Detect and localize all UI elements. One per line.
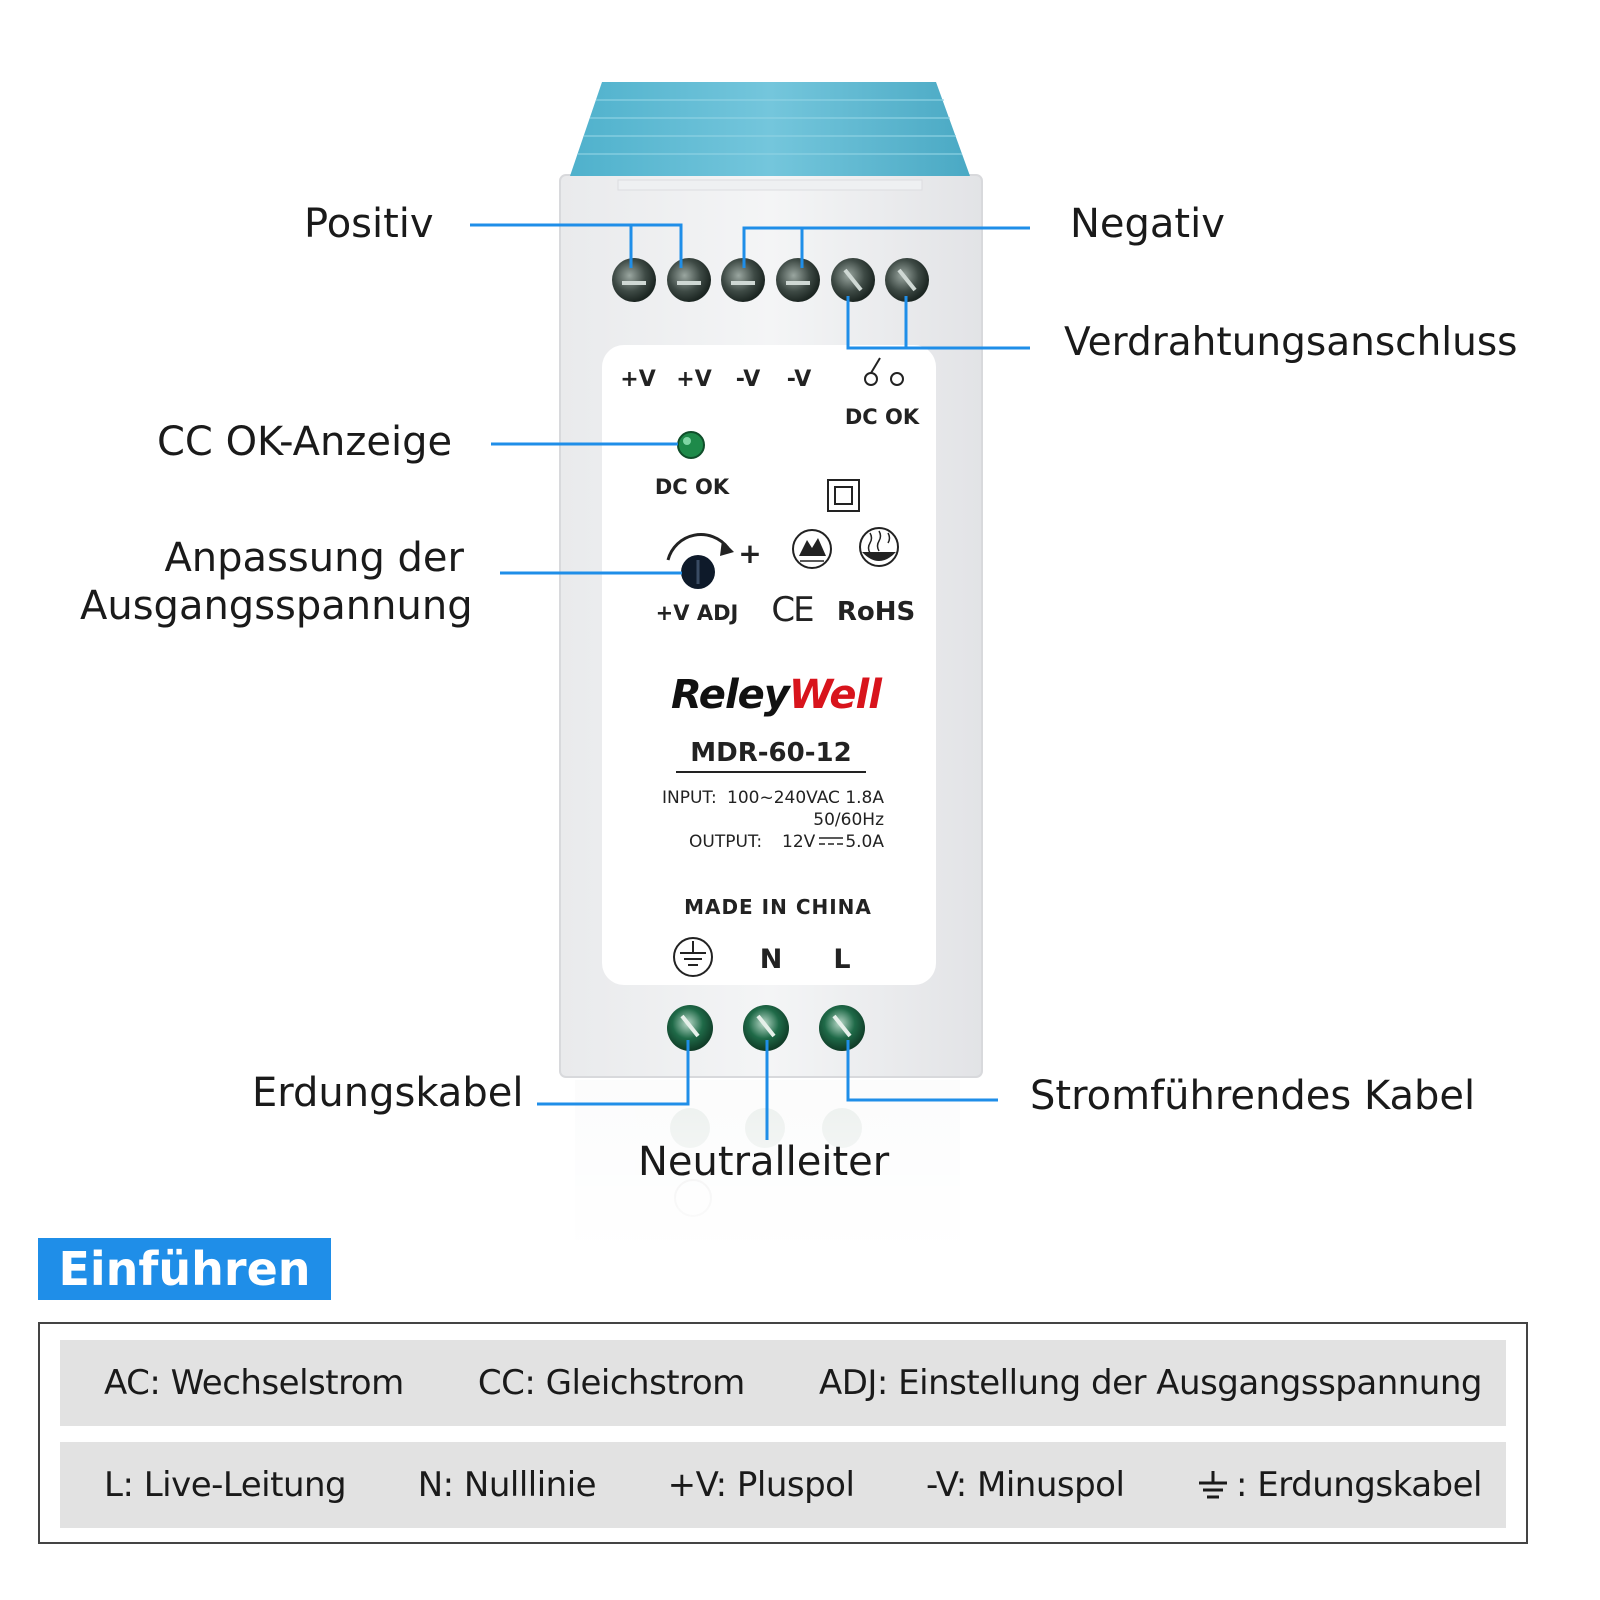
terminal-label-2: +V — [676, 367, 711, 392]
rohs-mark: RoHS — [837, 597, 915, 627]
input-label: INPUT: — [662, 788, 717, 808]
ce-mark: CE — [771, 590, 813, 630]
ground-symbol-icon — [673, 937, 713, 977]
callout-verdrahtungsanschluss: Verdrahtungsanschluss — [1064, 320, 1518, 365]
legend-item-ac: AC: Wechselstrom — [104, 1363, 404, 1403]
output-current: 5.0A — [845, 832, 884, 852]
terminal-screw-3 — [721, 258, 765, 302]
legend-item-ground: : Erdungskabel — [1196, 1465, 1482, 1505]
brand-part-1: Reley — [671, 672, 792, 718]
terminal-label-4: -V — [787, 367, 812, 392]
adjust-plus-sign: + — [738, 537, 761, 570]
callout-anpassung: Anpassung der Ausgangsspannung — [80, 534, 473, 630]
input-value: 100~240VAC 1.8A — [727, 788, 884, 808]
live-label: L — [833, 944, 850, 975]
legend-item-n: N: Nulllinie — [417, 1465, 597, 1505]
made-in-label: MADE IN CHINA — [684, 895, 872, 919]
brand-part-2: Well — [789, 672, 883, 718]
dc-symbol-icon — [819, 837, 843, 845]
double-insulation-icon — [827, 479, 860, 512]
callout-positiv: Positiv — [304, 201, 434, 247]
brand-logo: ReleyWell — [671, 672, 884, 718]
model-number: MDR-60-12 — [690, 738, 851, 768]
terminal-screw-1 — [612, 258, 656, 302]
terminal-label-3: -V — [736, 367, 761, 392]
callout-negativ: Negativ — [1070, 201, 1225, 247]
svg-text:ReleyWell: ReleyWell — [671, 672, 883, 718]
legend-item-cc: CC: Gleichstrom — [477, 1363, 745, 1403]
output-label: OUTPUT: — [689, 832, 762, 852]
callout-anpassung-line1: Anpassung der — [164, 535, 464, 581]
callout-lines — [470, 223, 1030, 1140]
altitude-icon — [792, 529, 832, 569]
callout-cc-ok: CC OK-Anzeige — [157, 419, 453, 465]
legend-item-plus-v: +V: Pluspol — [667, 1465, 855, 1505]
output-voltage: 12V — [782, 832, 816, 852]
input-frequency: 50/60Hz — [813, 810, 884, 830]
legend-row-2: L: Live-Leitung N: Nulllinie +V: Pluspol… — [60, 1442, 1506, 1528]
label-panel — [602, 345, 936, 985]
terminal-label-1: +V — [620, 367, 655, 392]
dc-ok-led-label: DC OK — [655, 475, 730, 499]
legend-box: AC: Wechselstrom CC: Gleichstrom ADJ: Ei… — [38, 1322, 1528, 1544]
relay-contact-icon — [864, 357, 904, 386]
dc-ok-relay-label: DC OK — [845, 405, 920, 429]
callout-anpassung-line2: Ausgangsspannung — [80, 583, 473, 629]
callout-erdungskabel: Erdungskabel — [252, 1070, 524, 1116]
legend-item-ground-text: : Erdungskabel — [1236, 1465, 1482, 1505]
device-diagram: +V +V -V -V DC OK DC OK + — [470, 82, 1030, 1240]
neutral-label: N — [760, 944, 783, 975]
legend-item-adj: ADJ: Einstellung der Ausgangsspannung — [818, 1363, 1483, 1403]
device-cap — [570, 82, 970, 176]
section-title-badge: Einführen — [38, 1238, 331, 1300]
v-adj-label: +V ADJ — [656, 601, 739, 625]
dc-ok-led — [677, 431, 705, 459]
legend-item-l: L: Live-Leitung — [104, 1465, 347, 1505]
humidity-icon — [859, 527, 899, 567]
legend-row-1: AC: Wechselstrom CC: Gleichstrom ADJ: Ei… — [60, 1340, 1506, 1426]
callout-neutralleiter: Neutralleiter — [638, 1139, 890, 1185]
adjust-knob-icon — [666, 533, 734, 589]
terminal-screw-2 — [667, 258, 711, 302]
ground-icon — [1199, 1471, 1227, 1499]
callout-stromfuehrend: Stromführendes Kabel — [1030, 1073, 1476, 1119]
legend-item-minus-v: -V: Minuspol — [925, 1465, 1125, 1505]
terminal-screw-4 — [776, 258, 820, 302]
